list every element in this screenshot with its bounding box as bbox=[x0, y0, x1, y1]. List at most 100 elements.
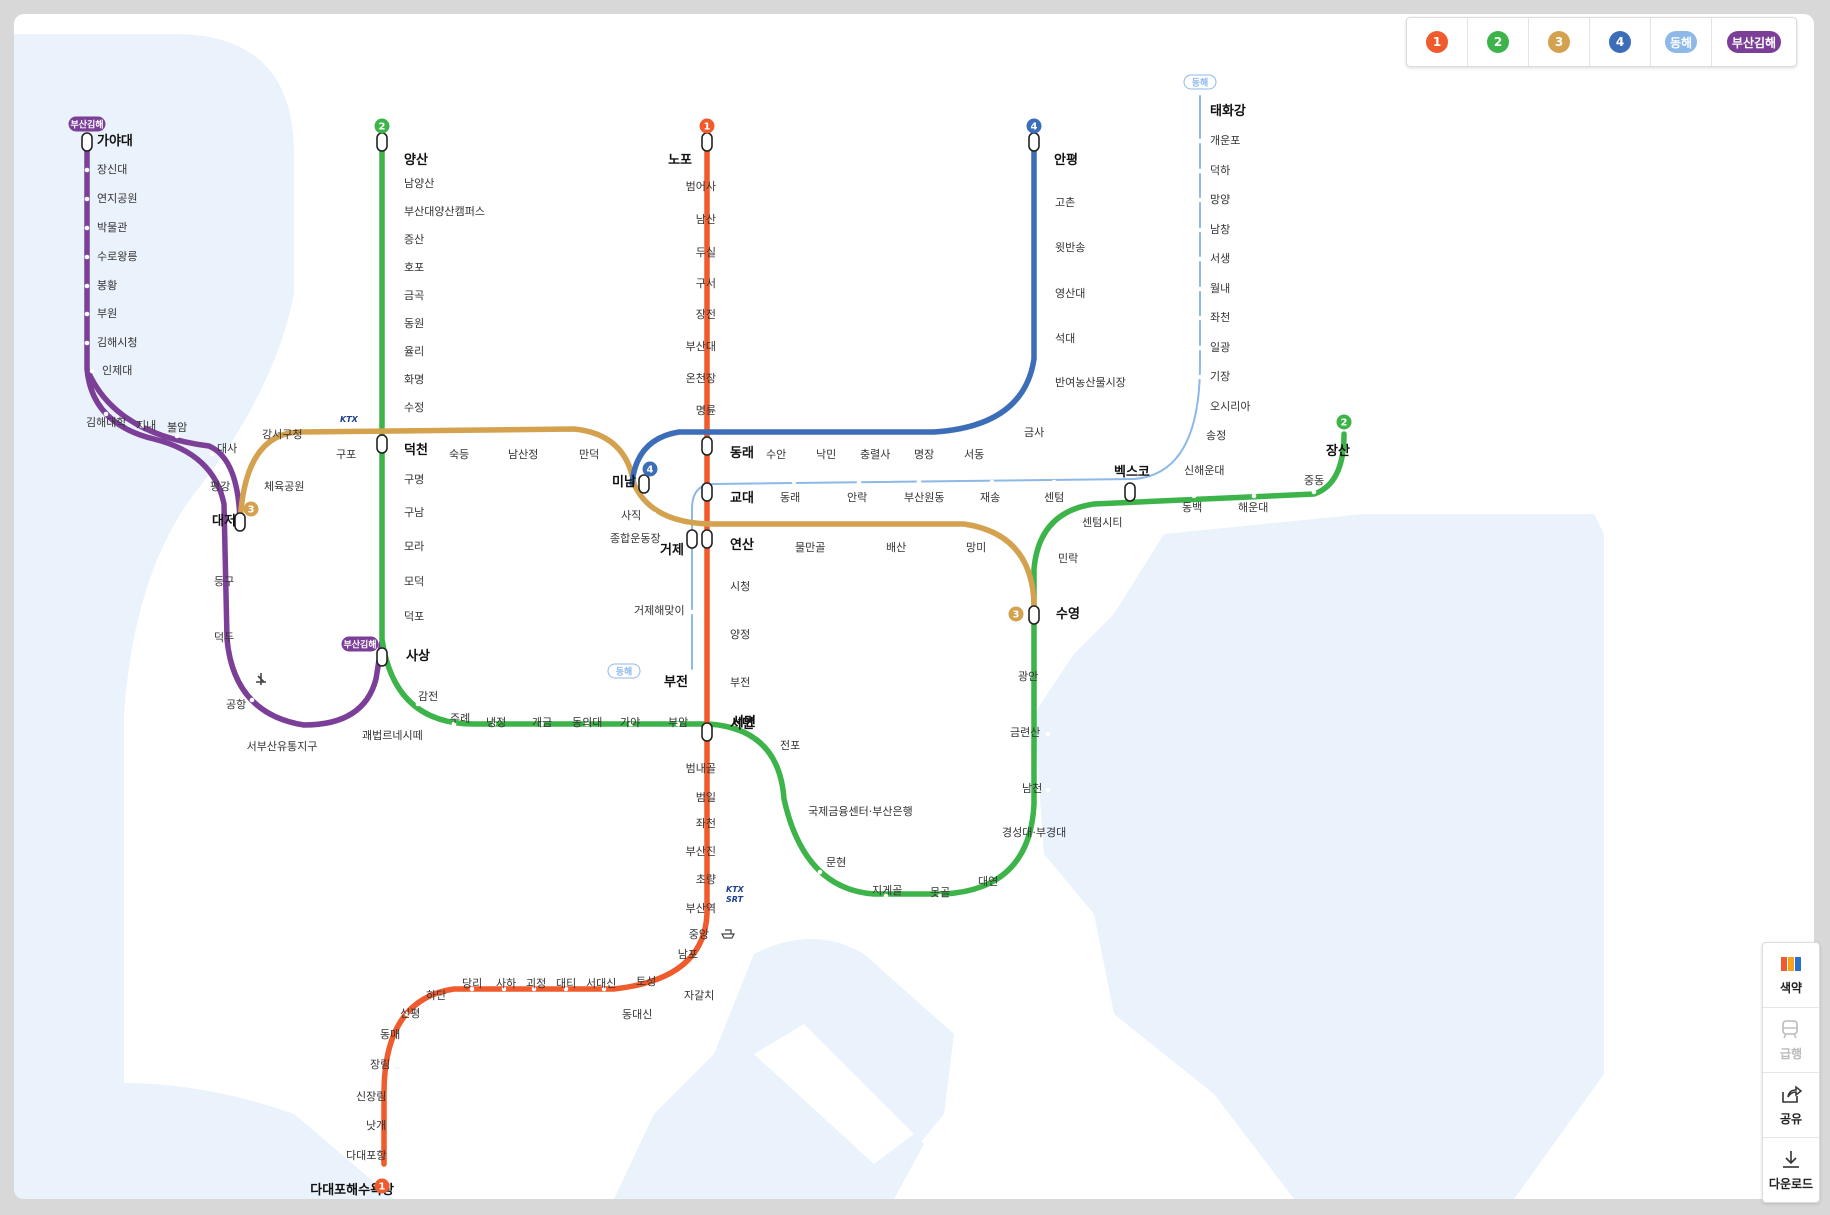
station-dot[interactable] bbox=[491, 721, 497, 727]
station-label[interactable]: 부원 bbox=[97, 307, 117, 320]
station-dot[interactable] bbox=[1197, 374, 1203, 380]
station-dot[interactable] bbox=[237, 579, 243, 585]
station-label[interactable]: 사하 bbox=[496, 976, 516, 990]
station-dot[interactable] bbox=[1197, 168, 1203, 174]
station-label[interactable]: 거제해맞이 bbox=[634, 603, 685, 617]
toolbar-download-button[interactable]: 다운로드 bbox=[1763, 1138, 1819, 1202]
station-label[interactable]: 인제대 bbox=[102, 364, 132, 377]
transfer-station-marker[interactable] bbox=[1028, 132, 1040, 152]
route-gimhae[interactable] bbox=[84, 139, 385, 728]
station-dot[interactable] bbox=[393, 405, 399, 411]
station-dot[interactable] bbox=[387, 1163, 393, 1169]
station-dot[interactable] bbox=[456, 441, 462, 447]
station-label[interactable]: 연지공원 bbox=[97, 192, 137, 205]
station-label[interactable]: 거제 bbox=[660, 543, 684, 558]
station-label[interactable]: 안락 bbox=[847, 491, 867, 504]
station-label[interactable]: 토성 bbox=[636, 975, 656, 988]
station-label[interactable]: 서부산유통지구 bbox=[247, 740, 318, 753]
station-label[interactable]: 지내 bbox=[136, 419, 156, 432]
station-dot[interactable] bbox=[393, 265, 399, 271]
station-dot[interactable] bbox=[718, 215, 724, 221]
station-dot[interactable] bbox=[393, 181, 399, 187]
station-dot[interactable] bbox=[921, 440, 927, 446]
station-dot[interactable] bbox=[1045, 201, 1051, 207]
station-label[interactable]: 평강 bbox=[210, 480, 230, 493]
station-label[interactable]: 못골 bbox=[930, 886, 950, 899]
station-dot[interactable] bbox=[718, 309, 724, 315]
station-label[interactable]: 동대신 bbox=[622, 1008, 652, 1021]
station-label[interactable]: 덕천 bbox=[404, 442, 428, 458]
station-label[interactable]: 남산정 bbox=[508, 448, 538, 461]
station-label[interactable]: 수영 bbox=[1056, 607, 1080, 622]
station-dot[interactable] bbox=[821, 440, 827, 446]
station-label[interactable]: 명장 bbox=[914, 448, 934, 461]
station-label[interactable]: 동백 bbox=[1182, 501, 1202, 514]
station-dot[interactable] bbox=[973, 533, 979, 539]
station-dot[interactable] bbox=[1015, 841, 1021, 847]
station-dot[interactable] bbox=[84, 283, 90, 289]
station-label[interactable]: 서생 bbox=[1210, 252, 1230, 265]
station-label[interactable]: 김해대학 bbox=[86, 415, 126, 429]
station-label[interactable]: 대사 bbox=[217, 442, 237, 455]
station-dot[interactable] bbox=[718, 405, 724, 411]
station-dot[interactable] bbox=[601, 986, 607, 992]
station-label[interactable]: 전포 bbox=[780, 739, 800, 752]
station-dot[interactable] bbox=[89, 368, 95, 374]
station-label[interactable]: 주례 bbox=[450, 712, 470, 725]
legend-item-line-4-badge[interactable]: 4 bbox=[1590, 18, 1651, 66]
station-dot[interactable] bbox=[531, 986, 537, 992]
toolbar-share-button[interactable]: 공유 bbox=[1763, 1073, 1819, 1138]
station-dot[interactable] bbox=[1045, 293, 1051, 299]
station-label[interactable]: 부산역 bbox=[686, 902, 716, 915]
station-label[interactable]: 배산 bbox=[886, 541, 906, 554]
station-dot[interactable] bbox=[718, 249, 724, 255]
station-dot[interactable] bbox=[393, 237, 399, 243]
station-dot[interactable] bbox=[1197, 227, 1203, 233]
station-dot[interactable] bbox=[718, 373, 724, 379]
station-dot[interactable] bbox=[1197, 315, 1203, 321]
transfer-station-marker[interactable] bbox=[1124, 482, 1136, 502]
station-dot[interactable] bbox=[451, 721, 457, 727]
station-label[interactable]: 물만골 bbox=[795, 541, 825, 554]
station-dot[interactable] bbox=[718, 906, 724, 912]
station-dot[interactable] bbox=[718, 632, 724, 638]
station-dot[interactable] bbox=[1051, 479, 1057, 485]
station-label[interactable]: 구포 bbox=[336, 448, 356, 461]
station-label[interactable]: 동래 bbox=[780, 491, 800, 504]
station-dot[interactable] bbox=[389, 1073, 395, 1079]
station-label[interactable]: 양산 bbox=[404, 152, 428, 168]
station-dot[interactable] bbox=[1045, 674, 1051, 680]
station-label[interactable]: 범일 bbox=[696, 790, 716, 804]
legend-item-gimhae-badge[interactable]: 부산김해 bbox=[1712, 18, 1796, 66]
station-label[interactable]: 김해시청 bbox=[97, 335, 137, 349]
station-label[interactable]: 덕두 bbox=[214, 631, 234, 644]
station-dot[interactable] bbox=[718, 341, 724, 347]
station-label[interactable]: 자갈치 bbox=[684, 988, 714, 1002]
route-line2[interactable] bbox=[379, 139, 1347, 897]
station-dot[interactable] bbox=[584, 721, 590, 727]
station-dot[interactable] bbox=[84, 254, 90, 260]
station-dot[interactable] bbox=[1045, 247, 1051, 253]
station-label[interactable]: 덕포 bbox=[404, 610, 424, 623]
transfer-station-marker[interactable] bbox=[638, 474, 650, 494]
station-label[interactable]: 모덕 bbox=[404, 575, 424, 588]
station-label[interactable]: 서면 bbox=[730, 716, 754, 732]
station-label[interactable]: 하단 bbox=[426, 988, 446, 1002]
station-dot[interactable] bbox=[718, 279, 724, 285]
station-dot[interactable] bbox=[501, 986, 507, 992]
station-label[interactable]: 좌천 bbox=[696, 816, 716, 830]
station-label[interactable]: 중동 bbox=[1304, 474, 1324, 487]
transfer-station-marker[interactable] bbox=[701, 722, 713, 742]
station-dot[interactable] bbox=[685, 973, 691, 979]
station-label[interactable]: 장신대 bbox=[97, 163, 127, 176]
station-dot[interactable] bbox=[689, 609, 695, 615]
station-label[interactable]: 박물관 bbox=[97, 221, 127, 234]
station-dot[interactable] bbox=[1045, 556, 1051, 562]
station-label[interactable]: 장전 bbox=[696, 308, 716, 321]
station-label[interactable]: 서대신 bbox=[586, 977, 616, 990]
station-dot[interactable] bbox=[718, 680, 724, 686]
station-dot[interactable] bbox=[1311, 489, 1317, 495]
station-dot[interactable] bbox=[563, 986, 569, 992]
station-dot[interactable] bbox=[791, 479, 797, 485]
